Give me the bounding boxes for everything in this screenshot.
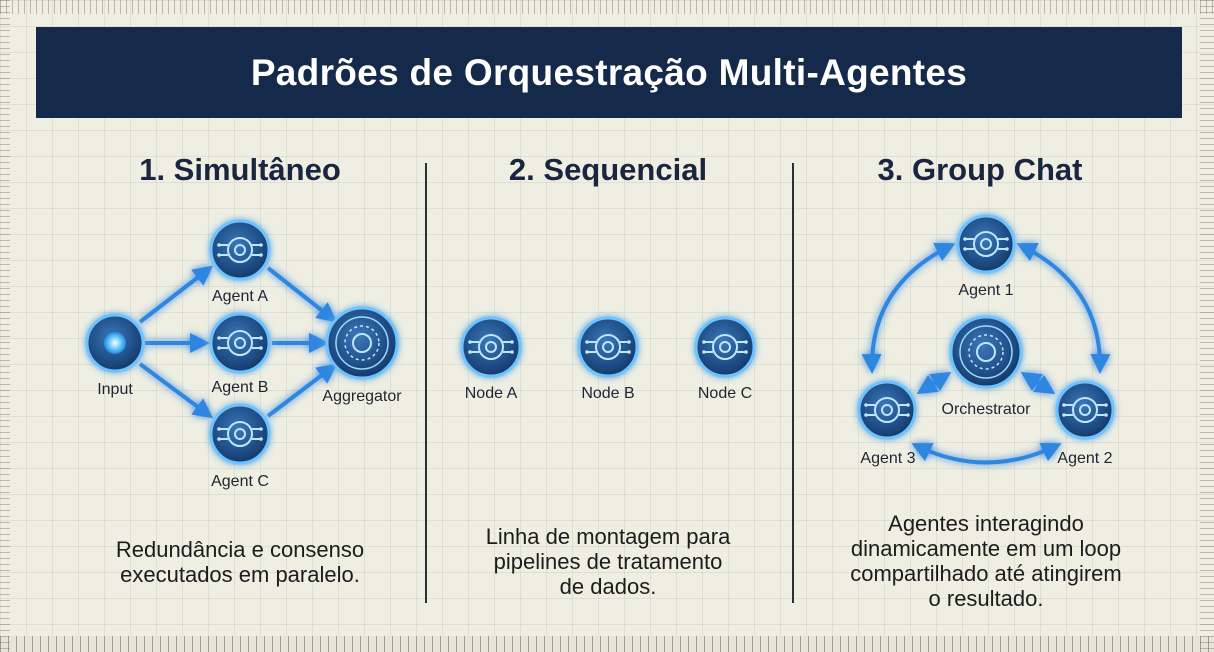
caption-line: o resultado. bbox=[928, 586, 1044, 611]
agent-a-node bbox=[209, 219, 271, 281]
caption-simultaneo: Redundância e consenso executados em par… bbox=[60, 537, 420, 587]
label-input: Input bbox=[97, 381, 133, 398]
label-agent-a: Agent A bbox=[212, 288, 268, 305]
orchestrator-node bbox=[949, 315, 1023, 389]
left-ruler bbox=[0, 0, 10, 652]
aggregator-node bbox=[325, 306, 399, 380]
arrow-agent-3-agent-2 bbox=[911, 442, 1062, 465]
arrow-agent-1-agent-3 bbox=[861, 243, 956, 374]
arrow-orchestrator-agent-3 bbox=[916, 371, 952, 395]
bottom-ruler bbox=[0, 636, 1214, 652]
agent-1-node bbox=[956, 214, 1016, 274]
node-b bbox=[577, 316, 639, 378]
right-ruler bbox=[1200, 0, 1214, 652]
heading-group-chat: 3. Group Chat bbox=[877, 152, 1083, 187]
caption-line: Agentes interagindo bbox=[888, 511, 1084, 536]
heading-simultaneo: 1. Simultâneo bbox=[139, 152, 341, 187]
column-divider-1 bbox=[425, 163, 427, 603]
label-aggregator: Aggregator bbox=[322, 388, 402, 405]
label-node-a: Node A bbox=[465, 385, 518, 402]
top-ruler bbox=[0, 0, 1214, 14]
label-agent-1: Agent 1 bbox=[958, 282, 1013, 299]
label-agent-c: Agent C bbox=[211, 473, 269, 490]
caption-line: Redundância e consenso bbox=[115, 537, 365, 562]
caption-line: de dados. bbox=[559, 574, 657, 599]
label-node-c: Node C bbox=[698, 385, 752, 402]
agent-2-node bbox=[1055, 380, 1115, 440]
caption-group-chat: Agentes interagindo dinamicamente em um … bbox=[800, 511, 1172, 611]
arrow-orchestrator-agent-2 bbox=[1020, 371, 1056, 395]
arrow-agent-a-to-aggregator bbox=[266, 266, 338, 323]
arrow-agent-1-agent-2 bbox=[1016, 243, 1111, 374]
caption-line: Linha de montagem para bbox=[485, 524, 731, 549]
agent-b-node bbox=[209, 312, 271, 374]
caption-line: pipelines de tratamento bbox=[493, 549, 723, 574]
label-agent-3: Agent 3 bbox=[860, 450, 915, 467]
agent-c-node bbox=[209, 403, 271, 465]
caption-line: executados em paralelo. bbox=[120, 562, 360, 587]
caption-sequencial: Linha de montagem para pipelines de trat… bbox=[428, 524, 788, 599]
heading-sequencial: 2. Sequencial bbox=[508, 152, 708, 187]
caption-line: dinamicamente em um loop bbox=[850, 536, 1122, 561]
label-node-b: Node B bbox=[581, 385, 634, 402]
label-orchestrator: Orchestrator bbox=[942, 401, 1032, 418]
page-title: Padrões de Orquestração Multi-Agentes bbox=[250, 51, 968, 93]
label-agent-b: Agent B bbox=[212, 379, 269, 396]
label-agent-2: Agent 2 bbox=[1057, 450, 1112, 467]
arrow-input-to-agent-c bbox=[138, 362, 214, 419]
node-a bbox=[460, 316, 522, 378]
agent-3-node bbox=[857, 380, 917, 440]
arrow-agent-c-to-aggregator bbox=[266, 363, 338, 418]
caption-line: compartilhado até atingirem bbox=[850, 561, 1122, 586]
input-node bbox=[85, 313, 145, 373]
node-c bbox=[694, 316, 756, 378]
column-divider-2 bbox=[792, 163, 794, 603]
arrow-input-to-agent-a bbox=[138, 265, 214, 324]
title-banner: Padrões de Orquestração Multi-Agentes bbox=[36, 27, 1182, 118]
